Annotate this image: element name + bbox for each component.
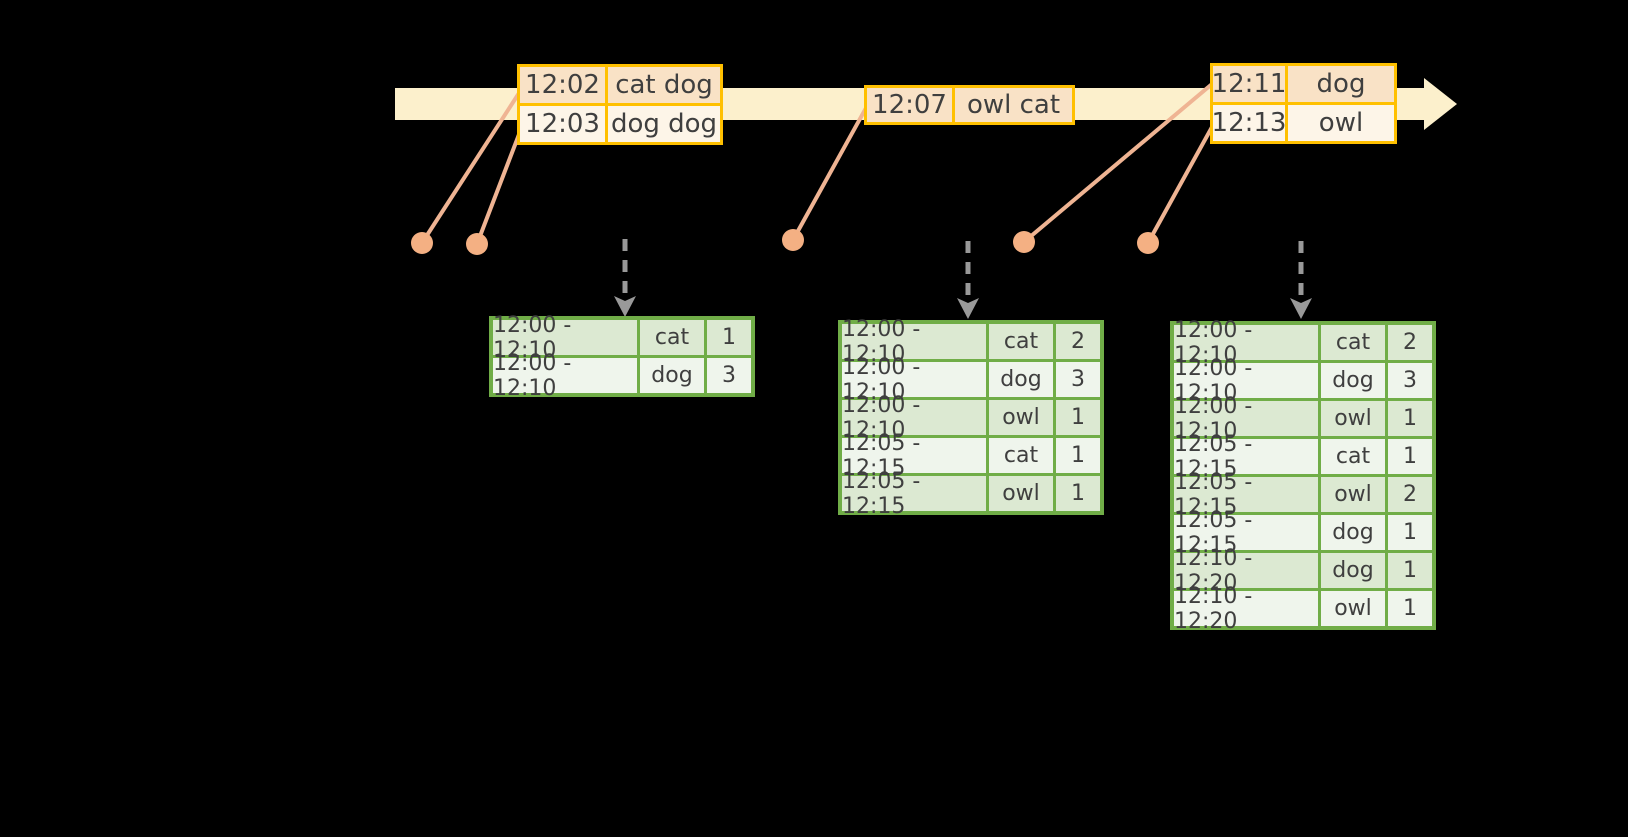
word-cell: owl: [1321, 591, 1385, 626]
word-cell: dog: [1321, 553, 1385, 588]
trigger-arrow-head-icon: [1290, 298, 1312, 319]
event-dot: [1137, 232, 1159, 254]
event-words: cat dog: [608, 67, 720, 103]
window-cell: 12:00 - 12:10: [1174, 394, 1318, 444]
word-cell: cat: [640, 320, 704, 355]
word-cell: dog: [1321, 363, 1385, 398]
trigger-arrow-head-icon: [614, 296, 636, 317]
word-cell: owl: [1321, 401, 1385, 436]
count-cell: 2: [1388, 477, 1432, 512]
event-words: dog: [1288, 66, 1394, 102]
window-cell: 12:00 - 12:10: [1174, 356, 1318, 406]
event-time: 12:11: [1212, 66, 1286, 102]
event-connector-line: [475, 123, 525, 245]
event-words: owl cat: [955, 88, 1072, 122]
word-cell: cat: [989, 324, 1053, 359]
count-cell: 2: [1388, 325, 1432, 360]
window-cell: 12:05 - 12:15: [1174, 432, 1318, 482]
window-cell: 12:05 - 12:15: [842, 469, 986, 519]
count-cell: 1: [1388, 515, 1432, 550]
word-cell: cat: [1321, 325, 1385, 360]
window-cell: 12:10 - 12:20: [1174, 584, 1318, 634]
window-cell: 12:00 - 12:10: [842, 355, 986, 405]
event-words: dog dog: [608, 106, 720, 142]
word-cell: cat: [1321, 439, 1385, 474]
trigger-arrow-head-icon: [957, 298, 979, 319]
event-connector-line: [1146, 126, 1214, 244]
count-cell: 1: [1056, 476, 1100, 511]
event-dot: [1013, 231, 1035, 253]
count-cell: 1: [1388, 439, 1432, 474]
count-cell: 1: [707, 320, 751, 355]
event-time: 12:02: [520, 67, 605, 103]
window-cell: 12:00 - 12:10: [493, 313, 637, 363]
result-table-1: 12:00 - 12:10 cat 1 12:00 - 12:10 dog 3: [489, 313, 755, 401]
event-dot: [411, 232, 433, 254]
count-cell: 3: [1056, 362, 1100, 397]
event-time: 12:03: [520, 106, 605, 142]
event-dot: [466, 233, 488, 255]
event-time: 12:07: [867, 88, 952, 122]
event-box-1: 12:02 cat dog 12:03 dog dog: [517, 64, 723, 145]
result-table-3: 12:00 - 12:10 cat 2 12:00 - 12:10 dog 3 …: [1170, 318, 1436, 634]
word-cell: cat: [989, 438, 1053, 473]
event-connector-line: [1022, 82, 1214, 244]
event-connector-line: [791, 107, 868, 241]
count-cell: 3: [707, 358, 751, 393]
word-cell: owl: [989, 400, 1053, 435]
window-cell: 12:00 - 12:10: [493, 351, 637, 401]
count-cell: 1: [1388, 401, 1432, 436]
timeline-arrowhead-icon: [1424, 78, 1457, 130]
event-connector-line: [420, 88, 523, 245]
word-cell: dog: [640, 358, 704, 393]
window-cell: 12:10 - 12:20: [1174, 546, 1318, 596]
count-cell: 1: [1388, 591, 1432, 626]
word-cell: dog: [1321, 515, 1385, 550]
count-cell: 3: [1388, 363, 1432, 398]
window-cell: 12:05 - 12:15: [1174, 470, 1318, 520]
word-cell: owl: [989, 476, 1053, 511]
word-cell: owl: [1321, 477, 1385, 512]
count-cell: 1: [1388, 553, 1432, 588]
count-cell: 1: [1056, 400, 1100, 435]
result-table-2: 12:00 - 12:10 cat 2 12:00 - 12:10 dog 3 …: [838, 317, 1104, 519]
word-cell: dog: [989, 362, 1053, 397]
count-cell: 1: [1056, 438, 1100, 473]
count-cell: 2: [1056, 324, 1100, 359]
event-box-2: 12:07 owl cat: [864, 85, 1075, 125]
event-box-3: 12:11 dog 12:13 owl: [1210, 63, 1397, 144]
event-words: owl: [1288, 105, 1394, 141]
event-time: 12:13: [1212, 105, 1286, 141]
event-dot: [782, 229, 804, 251]
